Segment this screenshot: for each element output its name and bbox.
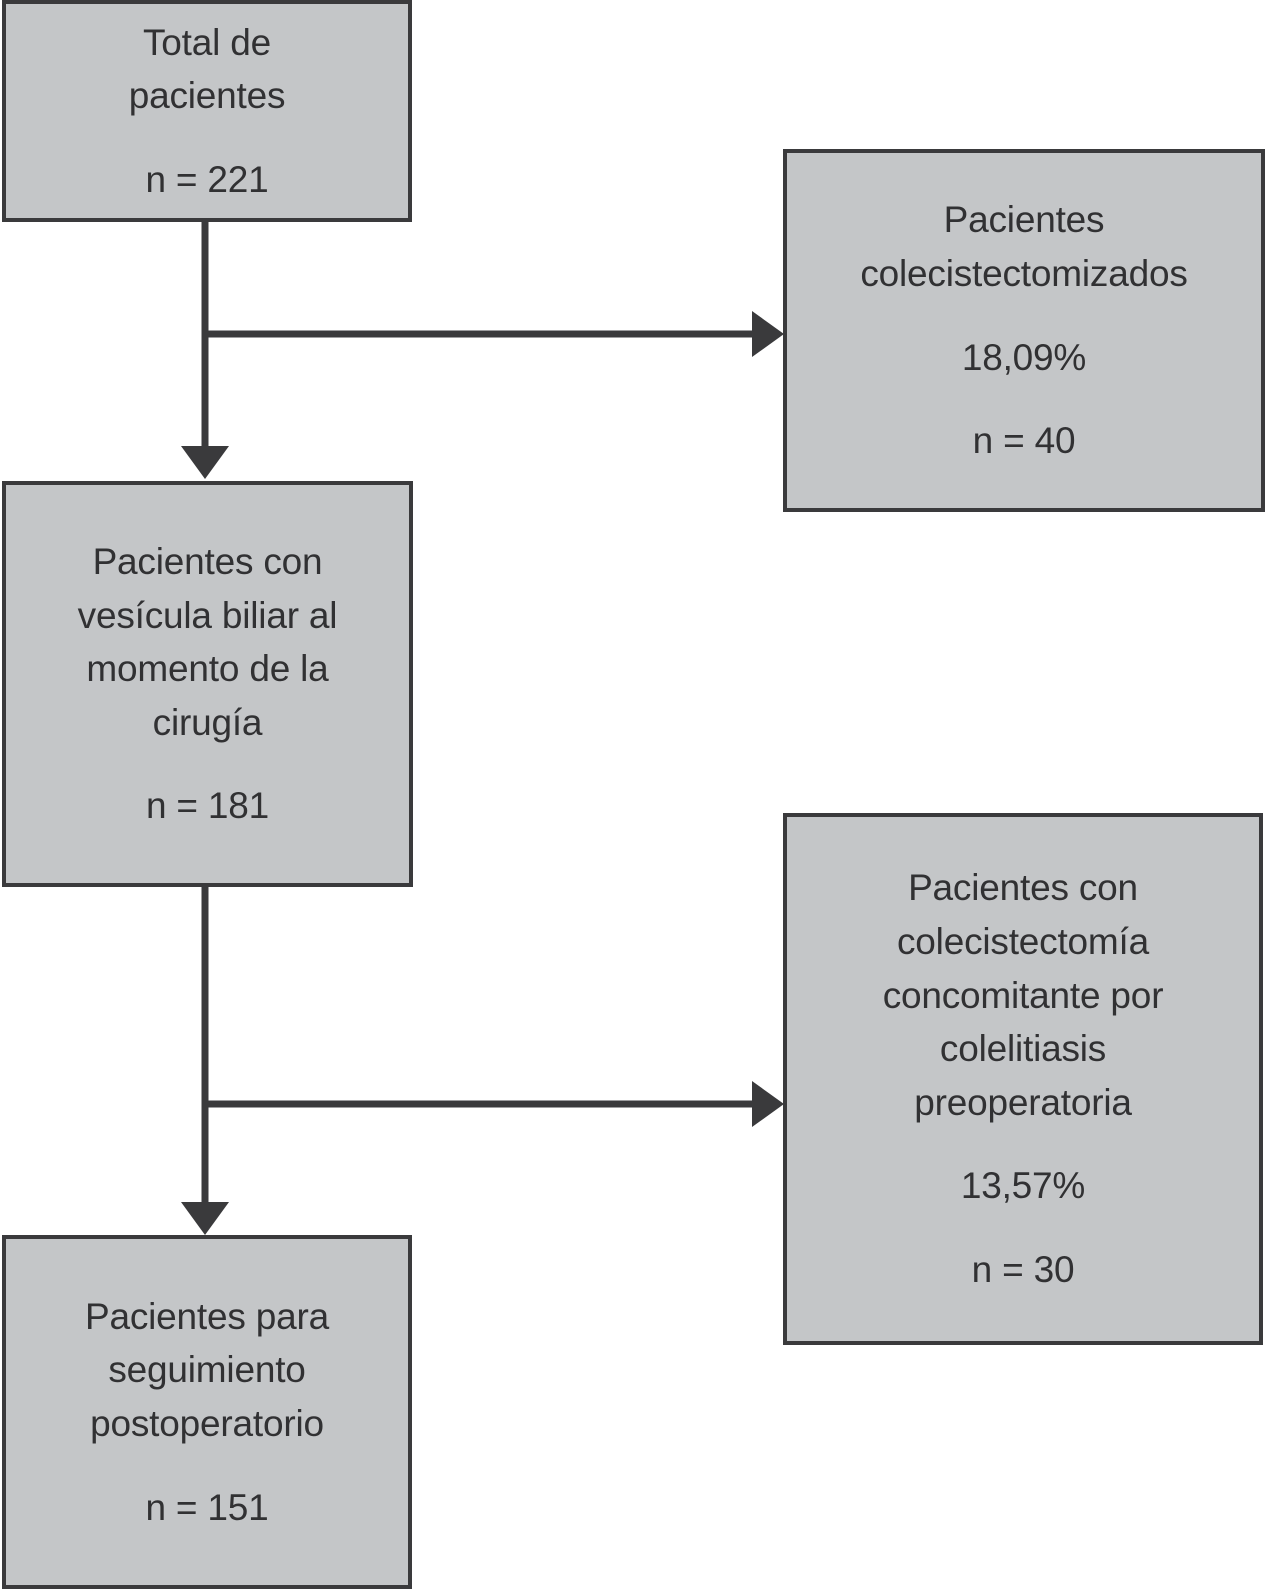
- node-gallbladder-at-surgery-count: n = 181: [145, 785, 270, 827]
- node-cholecystectomized-patients-count: n = 40: [972, 420, 1076, 462]
- node-concomitant-cholecystectomy-percent: 13,57%: [960, 1165, 1086, 1207]
- node-total-patients-count: n = 221: [145, 158, 269, 200]
- edge-total-to-gallbladder: [181, 221, 229, 479]
- node-cholecystectomized-patients: Pacientes colecistectomizados 18,09% n =…: [783, 149, 1265, 512]
- node-postoperative-followup-title: Pacientes para seguimiento postoperatori…: [84, 1295, 330, 1444]
- node-concomitant-cholecystectomy-count: n = 30: [971, 1249, 1075, 1291]
- node-total-patients: Total de pacientes n = 221: [2, 0, 412, 222]
- node-concomitant-cholecystectomy: Pacientes con colecistectomía concomitan…: [783, 813, 1263, 1345]
- edge-total-to-cholecystectomized: [205, 311, 784, 357]
- edge-gallbladder-to-followup: [181, 887, 229, 1235]
- node-postoperative-followup-count: n = 151: [145, 1486, 269, 1528]
- node-total-patients-title: Total de pacientes: [128, 21, 286, 117]
- node-gallbladder-at-surgery-title: Pacientes con vesícula biliar al momento…: [77, 540, 338, 743]
- edge-gallbladder-to-concomitant: [205, 1081, 784, 1127]
- node-postoperative-followup: Pacientes para seguimiento postoperatori…: [2, 1235, 412, 1589]
- node-cholecystectomized-patients-title: Pacientes colecistectomizados: [860, 199, 1188, 294]
- node-gallbladder-at-surgery: Pacientes con vesícula biliar al momento…: [2, 481, 413, 887]
- node-cholecystectomized-patients-percent: 18,09%: [961, 336, 1087, 378]
- node-concomitant-cholecystectomy-title: Pacientes con colecistectomía concomitan…: [882, 867, 1164, 1123]
